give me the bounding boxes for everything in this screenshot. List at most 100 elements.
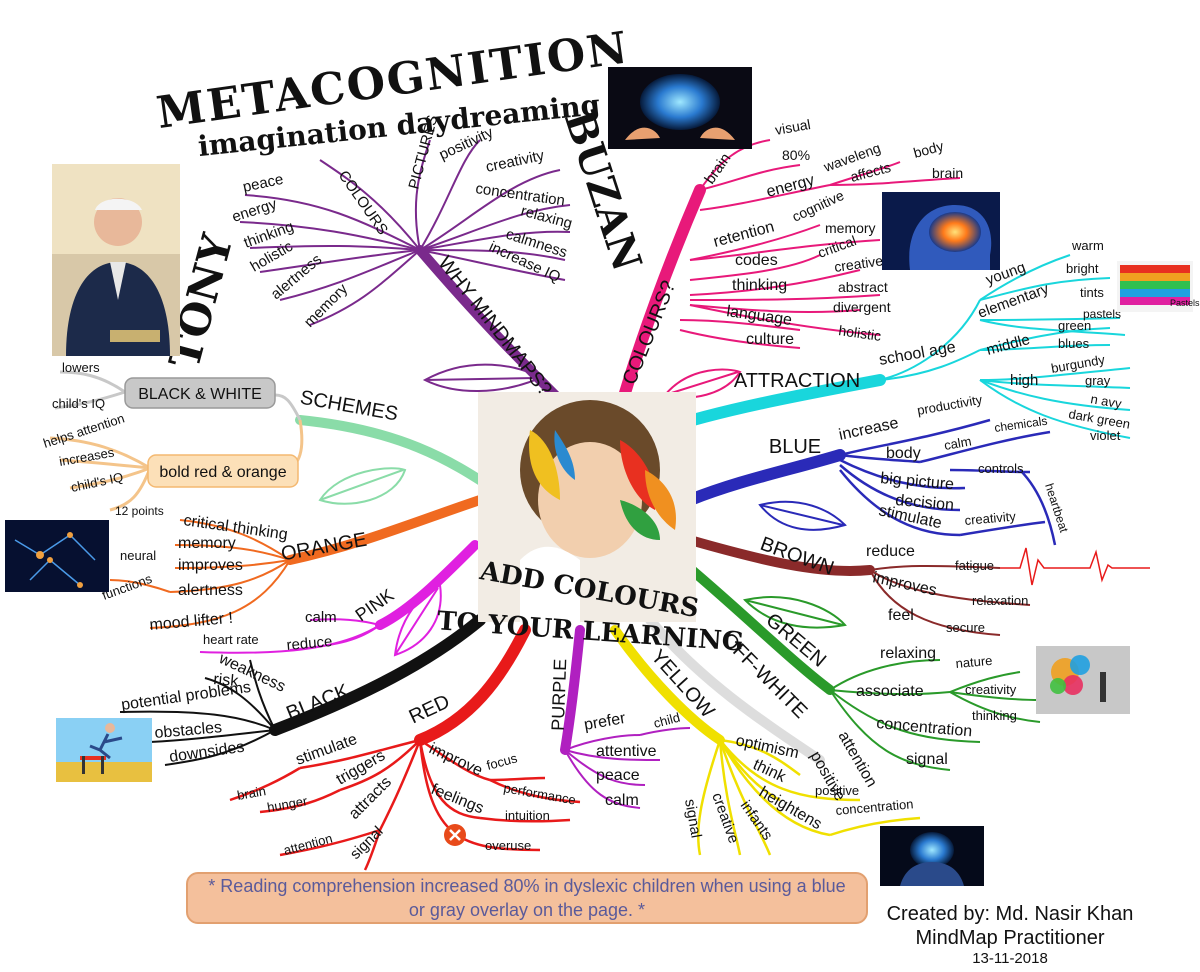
leaf-icon [758,500,847,531]
colours-item: brain [932,165,963,181]
schemes-item: child's IQ [52,396,105,411]
green-item: thinking [972,708,1017,723]
schemes-item: 12 points [115,504,164,518]
brown-item: feel [888,607,914,624]
twigs-pink [289,618,381,651]
green-item: creativity [965,682,1017,697]
black-item: potential problems [120,679,252,714]
attraction-item: high [1010,372,1038,389]
attraction-item: violet [1090,428,1121,443]
pink-items: calm reduce [286,609,337,654]
trunk-brown [685,535,875,576]
trunk-green [675,555,835,695]
brown-item: relaxation [972,593,1028,608]
leaf-icon [422,363,543,392]
attraction-item: bright [1066,261,1099,276]
schemes-item: child's IQ [70,469,125,495]
blue-item: increase [837,415,900,444]
black-item: heart rate [203,632,259,647]
colours-item: holistic [838,322,883,344]
colours-item: divergent [833,299,891,315]
branch-label-brown: BROWN [757,533,837,580]
red-item: improve [426,740,485,779]
purple-item: calm [605,792,639,809]
trunk-why [415,245,565,405]
blue-item: productivity [916,392,984,418]
twigs-blue [839,418,1057,546]
attraction-item: blues [1058,336,1090,351]
brain-head-image [882,192,1000,270]
branch-label-blue: BLUE [769,436,821,458]
leaf-icons [318,363,847,657]
yellow-item: concentration [835,796,914,818]
colours-item: memory [825,220,876,236]
branch-label-purple: PURPLE [548,658,571,731]
trunk-orange [285,495,485,565]
blue-item: heartbeat [1042,482,1071,535]
blue-item: chemicals [993,414,1048,435]
brown-item: improves [871,569,938,599]
red-item: focus [485,750,519,773]
red-item: hunger [266,793,309,815]
neurons-image [5,520,109,592]
blue-item: calm [943,433,973,453]
schemes-items: BLACK & WHITE lowers child's IQ bold red… [41,360,299,518]
trunk-colours [614,184,706,416]
black-white-box [124,377,276,409]
twigs-black [119,659,276,766]
colours-item: creative [833,252,884,275]
twigs-attraction [879,254,1131,439]
pink-item: reduce [286,633,333,654]
attraction-item: pastels [1083,307,1121,321]
attraction-item: gray [1085,373,1111,388]
orange-item: alertness [178,582,243,599]
why-item: energy [230,195,279,225]
colours-item: abstract [838,279,888,295]
green-item: nature [955,653,993,671]
twigs-brown [869,564,1031,636]
trunk-offwhite [645,615,825,765]
branch-label-orange: ORANGE [279,529,368,566]
twigs-colours [679,139,961,349]
colours-item: 80% [782,147,810,163]
blue-item: body [886,445,921,462]
green-item: associate [856,683,924,700]
black-item: obstacles [154,719,223,742]
branch-label-colours: COLOURS? [619,278,681,388]
branch-label-attraction: ATTRACTION [734,370,860,392]
twigs-purple [564,727,691,809]
trunk-yellow [610,625,725,745]
purple-items: prefer child attentive peace calm [583,709,682,809]
credit-author: Created by: Md. Nasir Khan [886,903,1134,925]
colour-splash-image [1036,646,1130,714]
schemes-item: lowers [62,360,100,375]
red-item: attention [282,831,334,858]
colours-item: energy [765,172,817,201]
yellow-item: signal [681,798,705,840]
trunk-purple [560,625,585,755]
hurdle-runner-image [56,718,152,782]
attraction-item: tints [1080,285,1104,300]
attraction-item: middle [985,331,1032,359]
green-items: relaxing nature associate creativity thi… [856,645,1017,768]
leaf-icon [743,596,847,629]
attraction-item: elementary [976,280,1052,322]
brown-items: reduce fatigue improves relaxation feel … [866,543,1028,635]
branch-trunks [269,184,886,765]
yellow-item: positive [815,783,859,798]
why-item: COLOURS [335,168,391,239]
red-item: brain [236,783,267,803]
credit-role: MindMap Practitioner [915,927,1105,949]
purple-item: child [652,709,682,730]
twigs-why [239,139,571,326]
brain-hands-image [608,67,752,149]
green-item: signal [906,751,948,768]
purple-item: peace [596,767,640,784]
twigs-red [229,738,581,871]
brown-item: reduce [866,543,915,560]
brown-item: secure [946,620,985,635]
colours-item: culture [746,331,794,348]
red-item: performance [502,780,576,807]
credit-date: 13-11-2018 [972,950,1048,967]
trunk-black [269,614,486,736]
